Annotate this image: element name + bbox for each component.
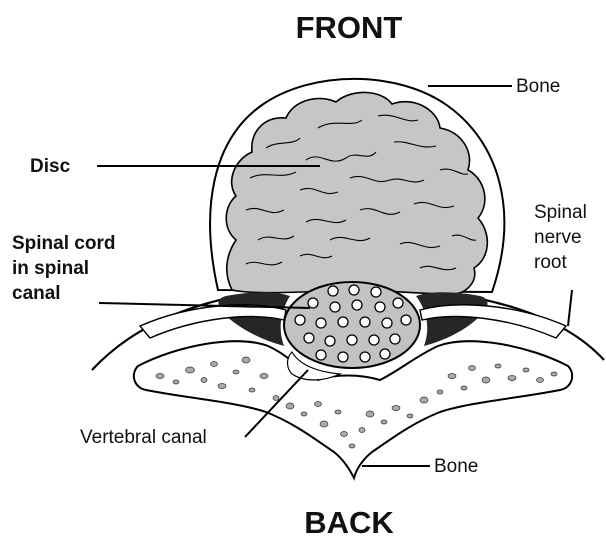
label-vertebral-canal: Vertebral canal — [80, 427, 207, 448]
label-bone-bottom: Bone — [434, 456, 478, 477]
back-title: BACK — [304, 505, 394, 537]
nerve-root-leader — [568, 290, 572, 326]
label-nerve-root-line2: nerve — [534, 227, 582, 248]
label-nerve-root-line3: root — [534, 252, 567, 273]
label-disc: Disc — [30, 156, 71, 177]
label-spinal-cord-line3: canal — [12, 283, 61, 304]
front-title: FRONT — [296, 10, 403, 45]
label-nerve-root-line1: Spinal — [534, 202, 587, 223]
label-bone-top: Bone — [516, 76, 560, 97]
label-spinal-cord-line1: Spinal cord — [12, 233, 115, 254]
label-spinal-cord-line2: in spinal — [12, 258, 89, 279]
